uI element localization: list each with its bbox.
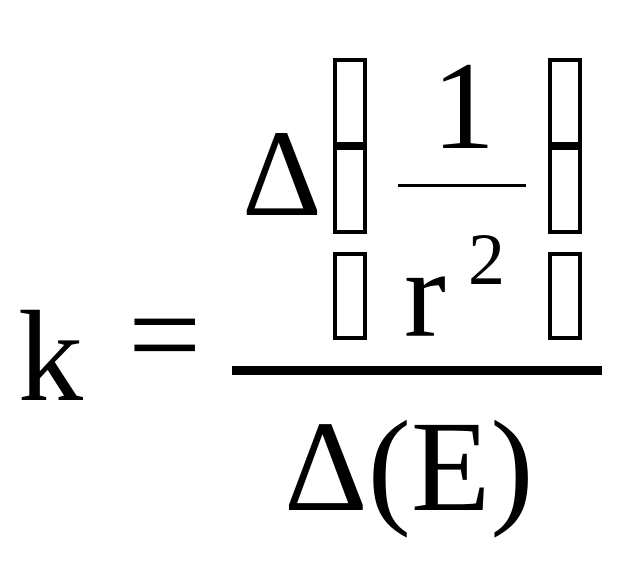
inner-fraction-exponent: 2 bbox=[468, 219, 505, 301]
right-bracket-bottom-box bbox=[548, 252, 582, 340]
inner-fraction-base: r bbox=[404, 225, 446, 364]
inner-fraction-numerator: 1 bbox=[432, 37, 495, 176]
numerator-delta-symbol: Δ bbox=[242, 105, 322, 242]
equals-sign: = bbox=[128, 263, 202, 407]
main-fraction-bar bbox=[232, 366, 602, 375]
right-bracket-middle-box bbox=[548, 146, 582, 234]
left-bracket-top-box bbox=[333, 58, 367, 146]
left-bracket-middle-box bbox=[333, 146, 367, 234]
formula-lhs-variable: k bbox=[18, 285, 83, 429]
formula-denominator: Δ(E) bbox=[284, 395, 534, 539]
right-bracket-top-box bbox=[548, 58, 582, 146]
left-bracket-bottom-box bbox=[333, 252, 367, 340]
inner-fraction-bar bbox=[398, 184, 526, 187]
